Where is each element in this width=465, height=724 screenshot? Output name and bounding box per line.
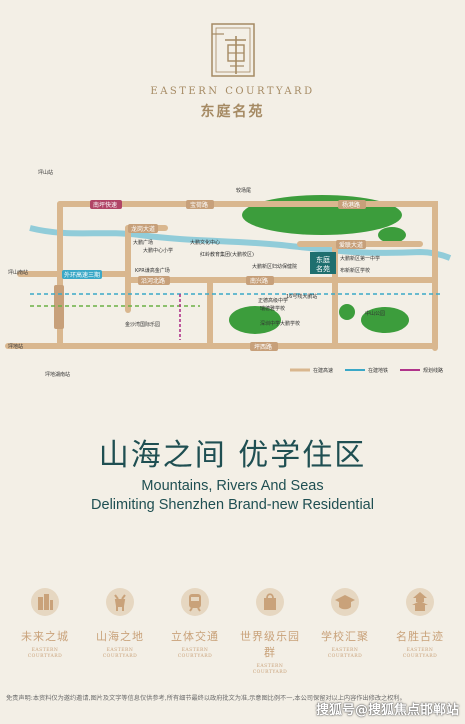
map-legend: 在建高速 在建地铁 规划线路 <box>290 367 443 374</box>
svg-text:杨港路: 杨港路 <box>342 201 360 209</box>
brand-logo <box>211 23 255 77</box>
subtitle-line-1: Mountains, Rivers And Seas <box>141 478 324 494</box>
project-marker <box>310 252 336 274</box>
feature-en: EASTERN COURTYARD <box>252 664 288 675</box>
shopping-bag-icon <box>256 588 284 616</box>
feature-item: 未来之城 EASTERN COURTYARD <box>10 588 80 676</box>
svg-text:中山公园: 中山公园 <box>365 310 385 317</box>
svg-text:较场尾: 较场尾 <box>236 187 251 194</box>
svg-text:大鹏文化中心: 大鹏文化中心 <box>190 239 220 246</box>
graduation-cap-icon <box>331 588 359 616</box>
park2-area <box>339 304 355 320</box>
river <box>29 225 452 261</box>
feature-en: EASTERN COURTYARD <box>102 648 138 659</box>
svg-text:红岭教育集团(大鹏校区): 红岭教育集团(大鹏校区) <box>200 251 254 258</box>
svg-text:外环高速三期: 外环高速三期 <box>64 271 100 279</box>
svg-text:大鹏中心小学: 大鹏中心小学 <box>143 247 173 254</box>
headline: 山海之间 优学住区 <box>98 438 367 473</box>
svg-text:布新新区学校: 布新新区学校 <box>340 267 370 274</box>
svg-text:名苑: 名苑 <box>316 264 330 273</box>
pagoda-icon <box>406 588 434 616</box>
feature-en: EASTERN COURTYARD <box>327 648 363 659</box>
svg-text:爱联大道: 爱联大道 <box>339 241 363 249</box>
park3-area <box>361 307 409 333</box>
feature-item: 学校汇聚 EASTERN COURTYARD <box>310 588 380 676</box>
location-map: 南坪快速 宝荷路 杨港路 龙岗大道 爱联大道 外环高速三期 沿河北路 南兴路 坪… <box>5 169 452 378</box>
svg-text:坪山站: 坪山站 <box>38 169 53 176</box>
svg-text:正德高级中学: 正德高级中学 <box>258 297 288 304</box>
svg-text:深圳中学大鹏学校: 深圳中学大鹏学校 <box>260 320 300 327</box>
svg-text:瑞德雅学校: 瑞德雅学校 <box>260 305 285 312</box>
feature-item: 立体交通 EASTERN COURTYARD <box>160 588 230 676</box>
svg-text:大鹏新区第一中学: 大鹏新区第一中学 <box>340 255 380 262</box>
feature-label: 名胜古迹 <box>396 630 444 643</box>
svg-text:南坪快速: 南坪快速 <box>93 201 117 209</box>
buildings-icon <box>31 588 59 616</box>
feature-en: EASTERN COURTYARD <box>177 648 213 659</box>
park1-area <box>229 306 281 334</box>
train-icon <box>181 588 209 616</box>
svg-text:龙岗大道: 龙岗大道 <box>131 225 155 233</box>
feature-item: 世界级乐园群 EASTERN COURTYARD <box>235 588 305 676</box>
feature-en: EASTERN COURTYARD <box>27 648 63 659</box>
legend-road: 在建高速 <box>313 367 333 374</box>
svg-text:大鹏新区妇幼保健院: 大鹏新区妇幼保健院 <box>252 263 297 270</box>
feature-item: 山海之地 EASTERN COURTYARD <box>85 588 155 676</box>
feature-label: 山海之地 <box>96 630 144 643</box>
svg-text:大鹏广场: 大鹏广场 <box>133 239 153 246</box>
legend-plan: 规划线路 <box>423 367 443 374</box>
feature-label: 未来之城 <box>21 630 69 643</box>
brand-name-cn: 东庭名苑 <box>200 104 265 120</box>
svg-text:坪地湖南站: 坪地湖南站 <box>45 371 70 378</box>
road-labels: 南坪快速 宝荷路 杨港路 龙岗大道 爱联大道 外环高速三期 沿河北路 南兴路 坪… <box>54 200 366 351</box>
watermark: 搜狐号@搜狐焦点邯郸站 <box>315 703 459 718</box>
place-labels: 较场尾 大鹏广场 大鹏文化中心 大鹏中心小学 红岭教育集团(大鹏校区) 大鹏新区… <box>8 169 385 378</box>
svg-text:坪地站: 坪地站 <box>8 343 23 350</box>
svg-text:南兴路: 南兴路 <box>250 277 268 285</box>
subtitle-line-2: Delimiting Shenzhen Brand-new Residentia… <box>91 497 374 513</box>
svg-text:坪山南站: 坪山南站 <box>8 269 28 276</box>
svg-text:宝荷路: 宝荷路 <box>190 201 208 209</box>
svg-text:坪西路: 坪西路 <box>254 343 272 351</box>
svg-text:16号线大鹏站: 16号线大鹏站 <box>286 293 317 300</box>
feature-label: 学校汇聚 <box>321 630 369 643</box>
feature-en: EASTERN COURTYARD <box>402 648 438 659</box>
park-top-area-2 <box>378 227 406 243</box>
feature-label: 世界级乐园群 <box>240 630 300 659</box>
svg-text:东庭: 东庭 <box>316 255 330 264</box>
svg-text:金沙湾国际乐园: 金沙湾国际乐园 <box>125 321 160 328</box>
feature-list: 未来之城 EASTERN COURTYARD 山海之地 EASTERN COUR… <box>10 588 455 676</box>
disclaimer: 免责声明:本资料仅为邀约邀请,图片及文字等信息仅供参考,所有细节最终以政府批文为… <box>6 695 406 702</box>
feature-label: 立体交通 <box>171 630 219 643</box>
brand-name-en: EASTERN COURTYARD <box>150 86 315 97</box>
feature-item: 名胜古迹 EASTERN COURTYARD <box>385 588 455 676</box>
svg-text:KPR谦高金广场: KPR谦高金广场 <box>135 267 170 274</box>
svg-text:沿河北路: 沿河北路 <box>141 277 165 285</box>
deer-icon <box>106 588 134 616</box>
legend-rail: 在建地铁 <box>368 367 388 374</box>
